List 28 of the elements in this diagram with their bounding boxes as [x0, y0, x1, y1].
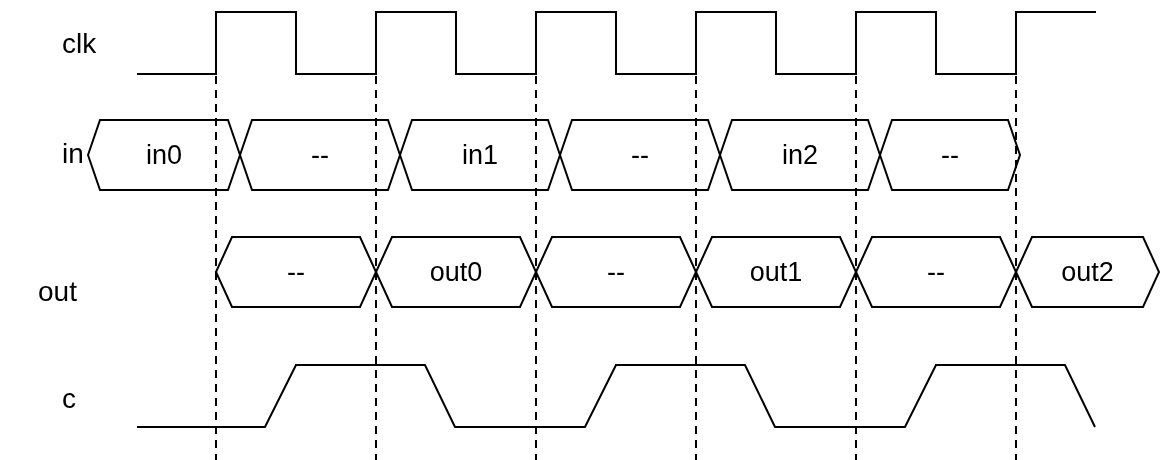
- bus-value-text: --: [607, 256, 625, 288]
- bus-value-text: out1: [749, 256, 803, 288]
- bus-value-segment: [216, 237, 376, 307]
- bus-value-segment: [240, 120, 400, 190]
- bus-value-text: --: [941, 139, 959, 171]
- bus-value-segment: [560, 120, 720, 190]
- bus-value-text: --: [287, 256, 305, 288]
- bus-value-segment: [88, 120, 240, 190]
- bus-value-segment: [720, 120, 880, 190]
- signal-name: clk: [62, 28, 97, 60]
- bus-value-segment: [536, 237, 696, 307]
- bus-value-segment: [880, 120, 1020, 190]
- signal-name: c: [62, 383, 76, 415]
- bus-value-text: out2: [1061, 256, 1114, 288]
- bus-value-text: out0: [429, 256, 483, 288]
- bus-value-segment: [376, 237, 536, 307]
- signal-name: out: [38, 276, 77, 308]
- bus-value-text: in1: [462, 139, 498, 171]
- bus-value-segment: [1016, 237, 1159, 307]
- bus-value-text: --: [927, 256, 945, 288]
- bus-value-text: --: [311, 139, 329, 171]
- bus-value-segment: [400, 120, 560, 190]
- bus-value-segment: [696, 237, 856, 307]
- signal-name: in: [62, 138, 84, 170]
- bus-value-text: in2: [782, 139, 818, 171]
- bus-value-text: in0: [146, 139, 182, 171]
- bus-value-segment: [856, 237, 1016, 307]
- bus-value-text: --: [631, 139, 649, 171]
